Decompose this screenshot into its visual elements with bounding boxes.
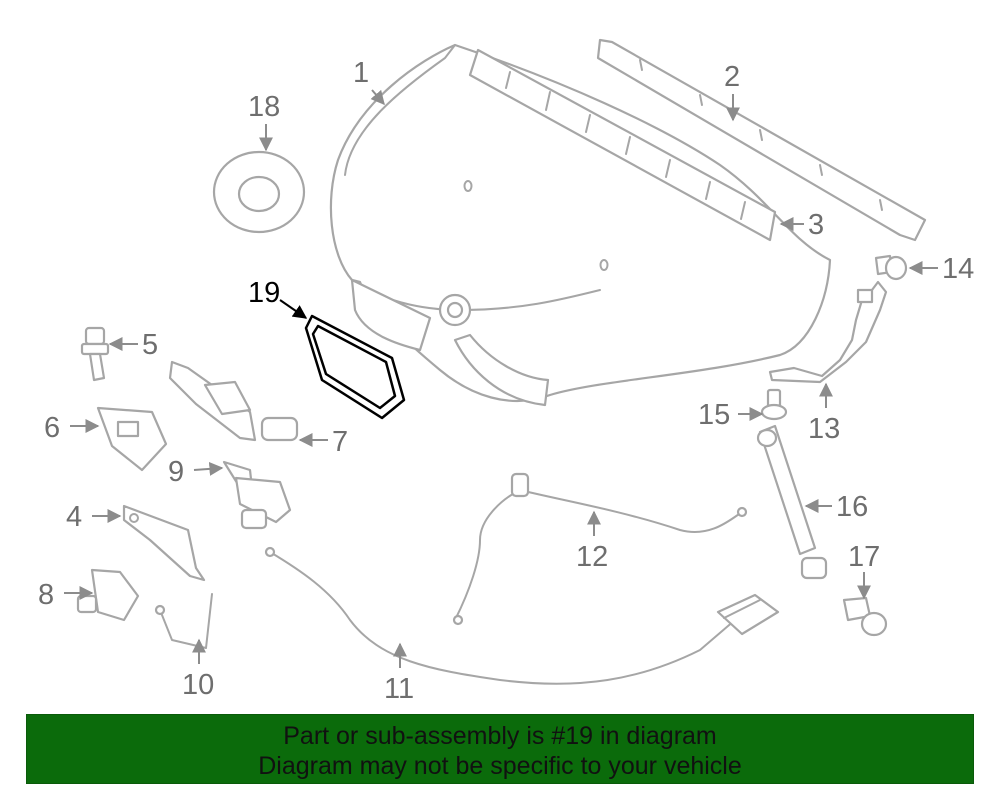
- callout-7: 7: [332, 426, 348, 458]
- cable: [452, 472, 748, 626]
- strut-arm: [768, 280, 888, 384]
- bumper-stop: [80, 326, 110, 382]
- latch-assembly: [96, 406, 168, 472]
- release-cable: [264, 546, 780, 685]
- callout-3: 3: [808, 209, 824, 241]
- hood-hinge: [168, 360, 299, 442]
- callout-19: 19: [248, 277, 280, 309]
- callout-18: 18: [248, 91, 280, 123]
- callout-15: 15: [698, 399, 730, 431]
- gas-strut: [756, 424, 828, 580]
- callout-5: 5: [142, 329, 158, 361]
- info-banner: Part or sub-assembly is #19 in diagram D…: [26, 714, 974, 784]
- sensor: [76, 568, 140, 622]
- insulator-pad-highlighted: [304, 314, 406, 420]
- bolt-15: [760, 388, 788, 421]
- callout-14: 14: [942, 253, 974, 285]
- callout-8: 8: [38, 579, 54, 611]
- round-pad: [212, 150, 306, 234]
- callout-17: 17: [848, 541, 880, 573]
- callout-13: 13: [808, 413, 840, 445]
- parts-diagram: 1 2 3 4 5 6 7 8 9 10 11 12 13 14 15 16 1…: [38, 38, 974, 705]
- banner-line-1: Part or sub-assembly is #19 in diagram: [283, 722, 717, 750]
- seal-strip: [596, 38, 927, 242]
- banner-line-2: Diagram may not be specific to your vehi…: [258, 752, 742, 780]
- callout-1: 1: [353, 57, 369, 89]
- leader-lines: [64, 89, 938, 668]
- hood-panel: [329, 43, 832, 407]
- callout-10: 10: [182, 669, 214, 701]
- callout-6: 6: [44, 412, 60, 444]
- release-rod: [154, 593, 213, 649]
- actuator: [222, 460, 292, 530]
- clip-17: [842, 596, 888, 637]
- clip-14: [874, 254, 908, 281]
- callout-16: 16: [836, 491, 868, 523]
- callout-2: 2: [724, 61, 740, 93]
- callout-12: 12: [576, 541, 608, 573]
- callout-11: 11: [384, 673, 414, 705]
- callout-4: 4: [66, 501, 82, 533]
- vent-strip: [468, 48, 777, 242]
- callout-labels: 1 2 3 4 5 6 7 8 9 10 11 12 13 14 15 16 1…: [38, 57, 974, 705]
- callout-9: 9: [168, 456, 184, 488]
- bracket: [122, 504, 206, 582]
